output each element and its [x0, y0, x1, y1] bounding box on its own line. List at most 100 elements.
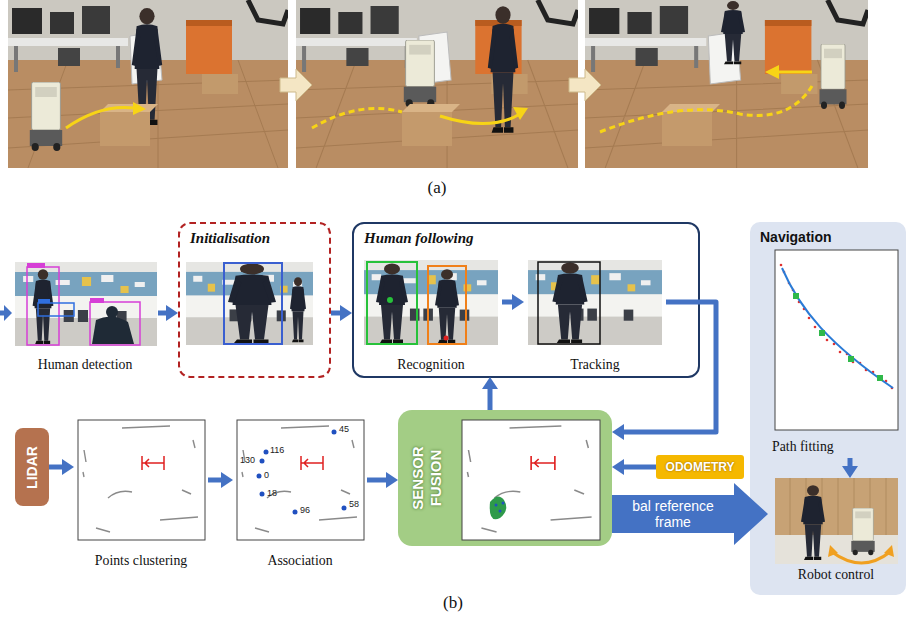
photo-scene [296, 0, 578, 168]
input-arrow [0, 311, 5, 316]
path-plot [803, 308, 806, 311]
lidar-plot [257, 474, 262, 479]
photo-scene [30, 82, 62, 151]
photo-scene [820, 44, 847, 109]
path-plot [792, 289, 795, 292]
panel-label: (a) [428, 178, 447, 198]
cluster-id: 116 [270, 445, 284, 455]
fusion-plot [462, 420, 600, 540]
arrow-head [166, 305, 178, 321]
flow-arrow [842, 458, 858, 478]
dashed-stage-box: Initialisation [178, 222, 331, 378]
photo-scene [513, 107, 528, 120]
arrow-head [221, 472, 233, 488]
input-arrow [0, 305, 12, 321]
path-plot [877, 375, 883, 381]
fusion-box: SENSOR FUSION [398, 410, 612, 546]
camera-frame [367, 262, 417, 344]
lidar-plot [242, 426, 357, 532]
path-plot [793, 293, 883, 381]
photo-scene [585, 0, 868, 168]
camera-frame [92, 316, 134, 344]
camera-frame [376, 263, 408, 343]
group-title: Navigation [760, 229, 832, 246]
path-plot [775, 250, 898, 430]
fusion-plot [495, 504, 498, 507]
path-plot [839, 351, 842, 354]
plot-step: Points clustering [74, 418, 208, 573]
flow-arrow [612, 459, 656, 475]
path-plot [819, 330, 825, 336]
box-label: SENSOR FUSION [409, 430, 445, 526]
camera-frame [290, 277, 306, 342]
camera-frame [92, 306, 134, 344]
photo-scene [8, 0, 288, 168]
plot-step: Association [233, 418, 367, 573]
camera-frame [832, 552, 890, 563]
camera-frame [528, 260, 662, 345]
arrow-head [62, 459, 74, 475]
photo-scene [404, 40, 436, 107]
path-plot [808, 317, 811, 320]
path-plot [885, 380, 888, 383]
path-plot [848, 356, 854, 362]
path-plot [780, 264, 783, 267]
input-arrow [4, 305, 12, 321]
photo-scene [765, 65, 779, 79]
flow-arrow [502, 294, 524, 310]
arrow-head [512, 294, 524, 310]
camera-frame [538, 262, 600, 344]
frame-arrow [612, 483, 768, 545]
photo-scene [721, 1, 745, 64]
sequence-arrow [569, 69, 601, 101]
box-label: ODOMETRY [666, 460, 735, 474]
panel-label: (b) [443, 593, 463, 613]
connector-line [158, 311, 168, 316]
caption: Human detection [12, 356, 158, 374]
arrow-head [842, 466, 858, 478]
flow-arrow [49, 459, 74, 475]
camera-frame [38, 299, 50, 303]
camera-frame [15, 262, 157, 346]
path-plot [852, 361, 855, 364]
camera-frame [27, 267, 59, 345]
box-label: LIDAR [24, 432, 41, 502]
caption: Association [233, 552, 367, 570]
stage-group-box: Human followingRecognitionTracking [352, 222, 700, 378]
edge-label: bal reference frame [617, 498, 729, 530]
path-plot [846, 353, 849, 356]
camera-frame [828, 545, 838, 557]
sensor-box: ODOMETRY [656, 455, 744, 479]
photo-scene [66, 107, 134, 128]
path-plot [798, 301, 801, 304]
camera-frame [790, 478, 886, 535]
flow-arrow [158, 305, 178, 321]
navigation-panel: NavigationPath fittingRobot control [750, 222, 906, 595]
fusion-plot [462, 420, 600, 540]
fusion-plot [490, 496, 507, 519]
lidar-plot [332, 430, 337, 435]
camera-frame [224, 263, 282, 344]
camera-frame [775, 478, 898, 564]
flow-arrow [208, 472, 233, 488]
camera-frame [90, 302, 140, 345]
path-plot [788, 282, 791, 285]
connector-line [848, 458, 853, 468]
cluster-id: 0 [264, 470, 269, 480]
path-plot [820, 330, 823, 333]
caption: Robot control [768, 566, 904, 584]
camera-frame [228, 263, 276, 343]
photo-scene [312, 108, 402, 128]
lidar-plot [260, 492, 265, 497]
camera-frame [15, 262, 157, 346]
camera-frame [775, 535, 898, 564]
fusion-plot [502, 502, 505, 505]
path-plot [859, 362, 862, 365]
flow-arrow [482, 377, 498, 410]
path-plot [833, 343, 836, 346]
cluster-id: 58 [349, 499, 359, 509]
photo-scene [100, 112, 150, 146]
flow-arrow [367, 472, 398, 488]
photo-scene [778, 71, 812, 74]
lidar-plot [237, 420, 364, 540]
